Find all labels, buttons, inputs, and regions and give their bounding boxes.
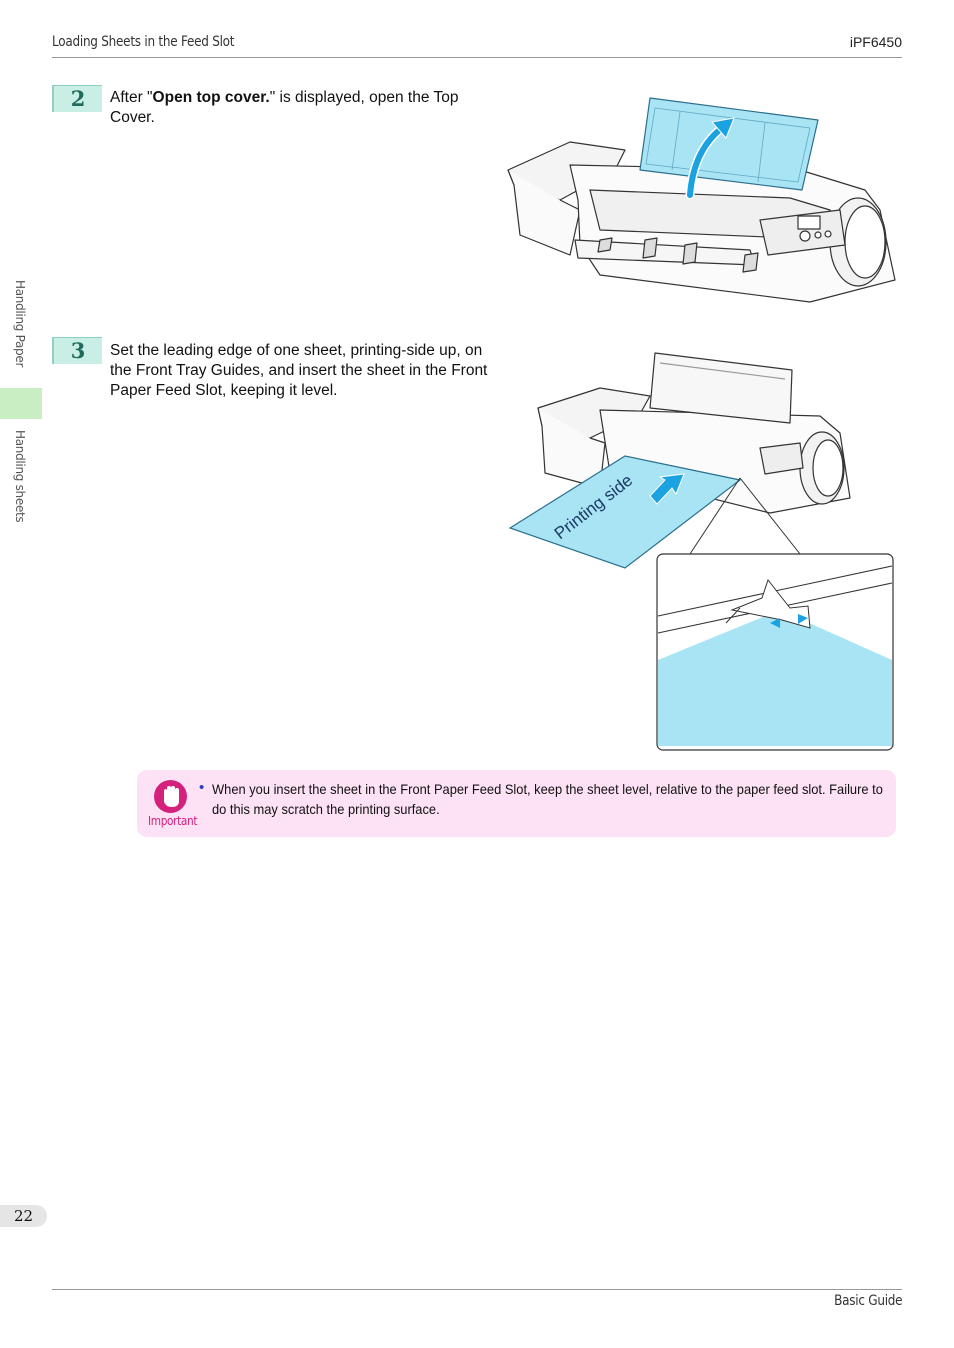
model-name: iPF6450 <box>849 34 902 50</box>
running-header-title: Loading Sheets in the Feed Slot <box>52 34 235 50</box>
step-number-2: 2 <box>52 85 102 112</box>
important-note: Important • When you insert the sheet in… <box>137 770 896 837</box>
footer-divider <box>52 1289 902 1290</box>
printer-sheet-insertion-illustration: Printing side <box>508 352 894 751</box>
important-label: Important <box>148 814 198 828</box>
step-2-text: After "Open top cover." is displayed, op… <box>110 89 459 126</box>
step-number-3: 3 <box>52 337 102 364</box>
printer-top-cover-open-illustration <box>507 97 896 303</box>
side-tab-handling-sheets[interactable]: Handling sheets <box>13 430 27 523</box>
hand-stop-icon <box>154 780 187 813</box>
side-tab-indicator <box>0 388 42 419</box>
step-2-message: Open top cover. <box>152 89 270 106</box>
step-3-text: Set the leading edge of one sheet, print… <box>110 342 488 399</box>
important-text: When you insert the sheet in the Front P… <box>212 781 883 817</box>
guide-name: Basic Guide <box>833 1293 902 1309</box>
bullet-icon: • <box>199 779 205 796</box>
header-divider <box>52 57 902 58</box>
side-tab-handling-paper[interactable]: Handling Paper <box>13 280 27 368</box>
page-number: 22 <box>0 1205 47 1227</box>
